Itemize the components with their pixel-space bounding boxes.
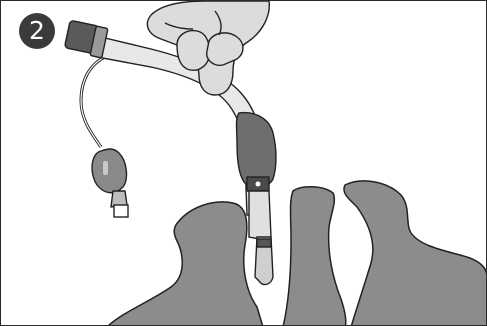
hand-crease (164, 10, 222, 36)
tube-cuff (235, 111, 277, 188)
pilot-line-inner (80, 56, 106, 148)
tube-band-dot (255, 181, 261, 187)
stylet-tip (254, 236, 274, 286)
vocal-cord-shape (282, 186, 347, 325)
tube-tip (248, 190, 272, 240)
pilot-balloon-icon (79, 55, 129, 218)
hand-finger-1 (176, 29, 211, 71)
pilot-connector (113, 204, 129, 218)
stylet-band (256, 238, 272, 248)
epiglottis-shape (108, 201, 264, 325)
tube-connector-flange (89, 25, 109, 59)
step-number-badge: 2 (19, 13, 55, 49)
pilot-line (79, 55, 106, 148)
hand-finger-2 (206, 32, 244, 66)
pilot-balloon (91, 148, 128, 194)
pilot-balloon-highlight (103, 161, 108, 175)
arytenoid-shape (343, 180, 486, 325)
airway-anatomy-icon (108, 180, 486, 325)
hand-icon (146, 1, 270, 96)
